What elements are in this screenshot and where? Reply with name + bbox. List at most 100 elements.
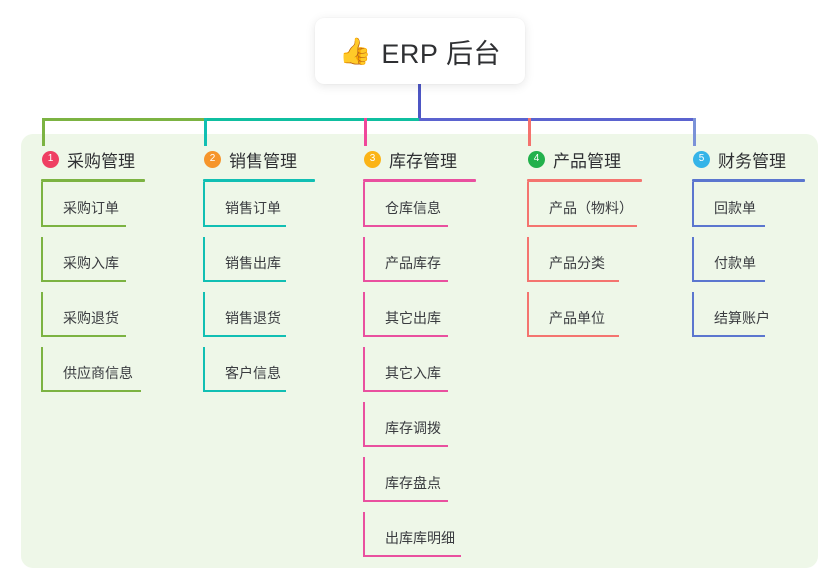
item-connector-line bbox=[203, 182, 205, 227]
list-item[interactable]: 供应商信息 bbox=[41, 347, 145, 402]
item-connector-line bbox=[41, 347, 43, 392]
item-label: 产品（物料） bbox=[549, 200, 633, 216]
column-underline-1 bbox=[41, 179, 145, 182]
column-items-3: 仓库信息产品库存其它出库其它入库库存调拨库存盘点出库库明细 bbox=[363, 182, 476, 567]
item-connector-line bbox=[363, 237, 365, 282]
item-label: 采购退货 bbox=[63, 310, 119, 326]
column-title-1: 采购管理 bbox=[67, 151, 135, 171]
item-underline bbox=[692, 280, 765, 282]
list-item[interactable]: 产品（物料） bbox=[527, 182, 642, 237]
item-underline bbox=[527, 335, 619, 337]
item-connector-line bbox=[363, 402, 365, 447]
column-title-5: 财务管理 bbox=[718, 151, 786, 171]
item-connector-line bbox=[527, 292, 529, 337]
list-item[interactable]: 采购订单 bbox=[41, 182, 145, 237]
list-item[interactable]: 采购退货 bbox=[41, 292, 145, 347]
item-connector-line bbox=[41, 292, 43, 337]
item-connector-line bbox=[41, 237, 43, 282]
item-underline bbox=[41, 280, 126, 282]
item-underline bbox=[41, 390, 141, 392]
drop-line-2 bbox=[204, 118, 207, 146]
item-label: 客户信息 bbox=[225, 365, 281, 381]
list-item[interactable]: 产品库存 bbox=[363, 237, 476, 292]
column-items-5: 回款单付款单结算账户 bbox=[692, 182, 805, 347]
item-connector-line bbox=[41, 182, 43, 227]
list-item[interactable]: 结算账户 bbox=[692, 292, 805, 347]
item-label: 结算账户 bbox=[714, 310, 770, 326]
list-item[interactable]: 库存盘点 bbox=[363, 457, 476, 512]
item-underline bbox=[363, 445, 448, 447]
item-label: 其它入库 bbox=[385, 365, 441, 381]
item-underline bbox=[41, 225, 126, 227]
item-underline bbox=[692, 335, 765, 337]
column-header-4[interactable]: 4 产品管理 bbox=[527, 146, 642, 172]
column-items-2: 销售订单销售出库销售退货客户信息 bbox=[203, 182, 315, 402]
item-connector-line bbox=[692, 182, 694, 227]
item-underline bbox=[363, 335, 448, 337]
item-connector-line bbox=[363, 182, 365, 227]
column-badge-4: 4 bbox=[528, 150, 545, 168]
item-underline bbox=[363, 555, 461, 557]
list-item[interactable]: 回款单 bbox=[692, 182, 805, 237]
list-item[interactable]: 产品分类 bbox=[527, 237, 642, 292]
column-items-1: 采购订单采购入库采购退货供应商信息 bbox=[41, 182, 145, 402]
item-label: 销售订单 bbox=[225, 200, 281, 216]
item-label: 产品分类 bbox=[549, 255, 605, 271]
list-item[interactable]: 其它出库 bbox=[363, 292, 476, 347]
list-item[interactable]: 销售出库 bbox=[203, 237, 315, 292]
item-label: 出库库明细 bbox=[385, 530, 455, 546]
thumbs-up-emoji: 👍 bbox=[339, 36, 372, 66]
root-node-card[interactable]: 👍 ERP 后台 bbox=[315, 18, 525, 84]
list-item[interactable]: 库存调拨 bbox=[363, 402, 476, 457]
item-underline bbox=[41, 335, 126, 337]
list-item[interactable]: 仓库信息 bbox=[363, 182, 476, 237]
item-connector-line bbox=[363, 512, 365, 557]
column-underline-4 bbox=[527, 179, 642, 182]
list-item[interactable]: 采购入库 bbox=[41, 237, 145, 292]
item-label: 回款单 bbox=[714, 200, 756, 216]
item-underline bbox=[692, 225, 765, 227]
item-label: 供应商信息 bbox=[63, 365, 133, 381]
item-underline bbox=[203, 280, 286, 282]
list-item[interactable]: 出库库明细 bbox=[363, 512, 476, 567]
list-item[interactable]: 付款单 bbox=[692, 237, 805, 292]
item-connector-line bbox=[692, 237, 694, 282]
item-label: 产品库存 bbox=[385, 255, 441, 271]
item-connector-line bbox=[692, 292, 694, 337]
item-label: 采购入库 bbox=[63, 255, 119, 271]
bar-segment-3 bbox=[419, 118, 696, 121]
item-underline bbox=[363, 500, 448, 502]
bar-segment-1 bbox=[42, 118, 204, 121]
item-connector-line bbox=[203, 347, 205, 392]
item-underline bbox=[203, 335, 286, 337]
drop-line-1 bbox=[42, 118, 45, 146]
column-title-4: 产品管理 bbox=[553, 151, 621, 171]
list-item[interactable]: 客户信息 bbox=[203, 347, 315, 402]
list-item[interactable]: 产品单位 bbox=[527, 292, 642, 347]
list-item[interactable]: 其它入库 bbox=[363, 347, 476, 402]
item-underline bbox=[363, 390, 448, 392]
column-items-4: 产品（物料） 产品分类产品单位 bbox=[527, 182, 642, 347]
list-item[interactable]: 销售订单 bbox=[203, 182, 315, 237]
column-underline-5 bbox=[692, 179, 805, 182]
item-underline bbox=[203, 225, 286, 227]
item-connector-line bbox=[363, 457, 365, 502]
item-connector-line bbox=[203, 237, 205, 282]
list-item[interactable]: 销售退货 bbox=[203, 292, 315, 347]
item-underline bbox=[527, 225, 637, 227]
item-underline bbox=[363, 225, 448, 227]
page-title: ERP 后台 bbox=[381, 38, 501, 69]
item-label: 库存盘点 bbox=[385, 475, 441, 491]
item-label: 仓库信息 bbox=[385, 200, 441, 216]
item-connector-line bbox=[203, 292, 205, 337]
item-connector-line bbox=[363, 347, 365, 392]
